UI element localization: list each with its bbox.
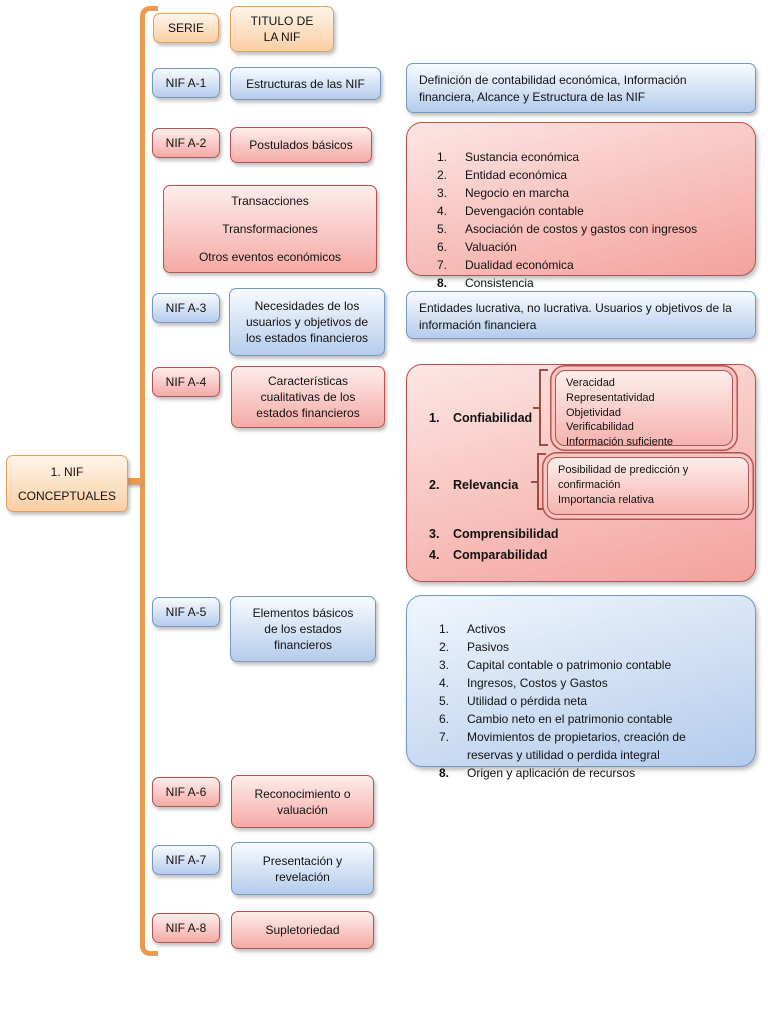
- list-item: 3. Capital contable o patrimonio contable: [439, 656, 749, 674]
- list-item: 1. Activos: [439, 620, 749, 638]
- list-item: 2. Entidad económica: [437, 166, 749, 184]
- list-item-text: Consistencia: [465, 276, 534, 290]
- list-item-text: Entidad económica: [465, 168, 568, 182]
- list-item: 2. Pasivos: [439, 638, 749, 656]
- subbox-confiabilidad: Veracidad Representatividad Objetividad …: [555, 370, 733, 448]
- item-number: 4.: [429, 548, 440, 562]
- item-label: Comparabilidad: [453, 548, 548, 562]
- list-item-text: Dualidad económica: [465, 258, 574, 272]
- code-nif-a5: NIF A-5: [152, 597, 220, 627]
- list-item-text: Sustancia económica: [465, 150, 580, 164]
- item-label: Relevancia: [453, 478, 519, 492]
- list-item-text: Movimientos de propietarios, creación de…: [467, 730, 686, 762]
- item-comparabilidad: 4. Comparabilidad: [429, 548, 629, 563]
- list-item-text: Capital contable o patrimonio contable: [467, 658, 672, 672]
- code-nif-a4: NIF A-4: [152, 367, 220, 397]
- code-nif-a3: NIF A-3: [152, 293, 220, 323]
- list-item-number: 1.: [437, 150, 448, 164]
- list-item-number: 7.: [437, 258, 448, 272]
- list-item-number: 5.: [437, 222, 448, 236]
- list-item: 7. Movimientos de propietarios, creación …: [439, 728, 749, 764]
- list-item: 8. Origen y aplicación de recursos: [439, 764, 749, 782]
- item-number: 1.: [429, 411, 440, 425]
- code-nif-a2: NIF A-2: [152, 128, 220, 158]
- brace-confiabilidad: [533, 369, 548, 446]
- item-comprensibilidad: 3. Comprensibilidad: [429, 527, 629, 542]
- title-nif-a5: Elementos básicos de los estados financi…: [230, 596, 376, 662]
- item-number: 2.: [429, 478, 440, 492]
- list-item-number: 8.: [437, 276, 448, 290]
- title-nif-a3: Necesidades de los usuarios y objetivos …: [229, 288, 385, 356]
- list-item-text: Asociación de costos y gastos con ingres…: [465, 222, 698, 236]
- code-nif-a7: NIF A-7: [152, 845, 220, 875]
- title-nif-a7: Presentación y revelación: [231, 842, 374, 895]
- list-item-number: 2.: [439, 640, 450, 654]
- list-item: 5. Asociación de costos y gastos con ingr…: [437, 220, 749, 238]
- list-item-number: 6.: [439, 712, 450, 726]
- list-item: 6. Valuación: [437, 238, 749, 256]
- item-label: Confiabilidad: [453, 411, 533, 425]
- elementos-list: 1. Activos 2. Pasivos 3. Capital contable o p…: [407, 612, 755, 782]
- title-nif-a1: Estructuras de las NIF: [230, 67, 381, 100]
- list-item-number: 4.: [439, 676, 450, 690]
- list-item-text: Ingresos, Costos y Gastos: [467, 676, 608, 690]
- title-nif-a2: Postulados básicos: [230, 127, 372, 163]
- detail-nif-a4-caracteristicas: 1. Confiabilidad Veracidad Representativ…: [406, 364, 756, 582]
- list-item-number: 1.: [439, 622, 450, 636]
- list-item-text: Activos: [467, 622, 506, 636]
- list-item: 8. Consistencia: [437, 274, 749, 292]
- title-nif-a6: Reconocimiento o valuación: [231, 775, 374, 828]
- detail-nif-a2-postulados: 1. Sustancia económica 2. Entidad económica…: [406, 122, 756, 290]
- list-item-number: 5.: [439, 694, 450, 708]
- header-titulo-de-la-nif: TITULO DE LA NIF: [230, 6, 334, 52]
- list-item-text: Valuación: [465, 240, 517, 254]
- list-item-number: 7.: [439, 730, 450, 744]
- list-item-text: Devengación contable: [465, 204, 584, 218]
- list-item: 3. Negocio en marcha: [437, 184, 749, 202]
- header-serie: SERIE: [153, 13, 219, 43]
- list-item-text: Pasivos: [467, 640, 510, 654]
- list-item-number: 2.: [437, 168, 448, 182]
- list-item-text: Origen y aplicación de recursos: [467, 766, 636, 780]
- root-connector-line: [126, 478, 142, 485]
- detail-nif-a3: Entidades lucrativa, no lucrativa. Usuar…: [406, 291, 756, 339]
- code-nif-a8: NIF A-8: [152, 913, 220, 943]
- list-item-text: Utilidad o pérdida neta: [467, 694, 588, 708]
- item-relevancia: 2. Relevancia: [429, 478, 539, 493]
- list-item-text: Cambio neto en el patrimonio contable: [467, 712, 673, 726]
- detail-nif-a1: Definición de contabilidad económica, In…: [406, 63, 756, 113]
- list-item: 4. Ingresos, Costos y Gastos: [439, 674, 749, 692]
- list-item: 5. Utilidad o pérdida neta: [439, 692, 749, 710]
- postulados-list: 1. Sustancia económica 2. Entidad económica…: [407, 139, 755, 292]
- list-item-number: 4.: [437, 204, 448, 218]
- list-item-number: 6.: [437, 240, 448, 254]
- subbox-relevancia: Posibilidad de predicción y confirmación…: [547, 457, 749, 515]
- list-item: 6. Cambio neto en el patrimonio contable: [439, 710, 749, 728]
- brace-relevancia: [531, 453, 546, 510]
- bracket-line: [140, 6, 158, 956]
- item-confiabilidad: 1. Confiabilidad: [429, 411, 539, 426]
- root-node-nif-conceptuales: 1. NIF CONCEPTUALES: [6, 455, 128, 512]
- code-nif-a6: NIF A-6: [152, 777, 220, 807]
- list-item: 7. Dualidad económica: [437, 256, 749, 274]
- item-number: 3.: [429, 527, 440, 541]
- list-item-number: 8.: [439, 766, 450, 780]
- item-label: Comprensibilidad: [453, 527, 559, 541]
- list-item-text: Negocio en marcha: [465, 186, 570, 200]
- list-item-number: 3.: [439, 658, 450, 672]
- list-item: 4. Devengación contable: [437, 202, 749, 220]
- events-box-transacciones: Transacciones Transformaciones Otros eve…: [163, 185, 377, 273]
- list-item: 1. Sustancia económica: [437, 148, 749, 166]
- title-nif-a8: Supletoriedad: [231, 911, 374, 949]
- title-nif-a4: Características cualitativas de los esta…: [231, 366, 385, 428]
- list-item-number: 3.: [437, 186, 448, 200]
- code-nif-a1: NIF A-1: [152, 68, 220, 98]
- detail-nif-a5-elementos: 1. Activos 2. Pasivos 3. Capital contable o p…: [406, 595, 756, 780]
